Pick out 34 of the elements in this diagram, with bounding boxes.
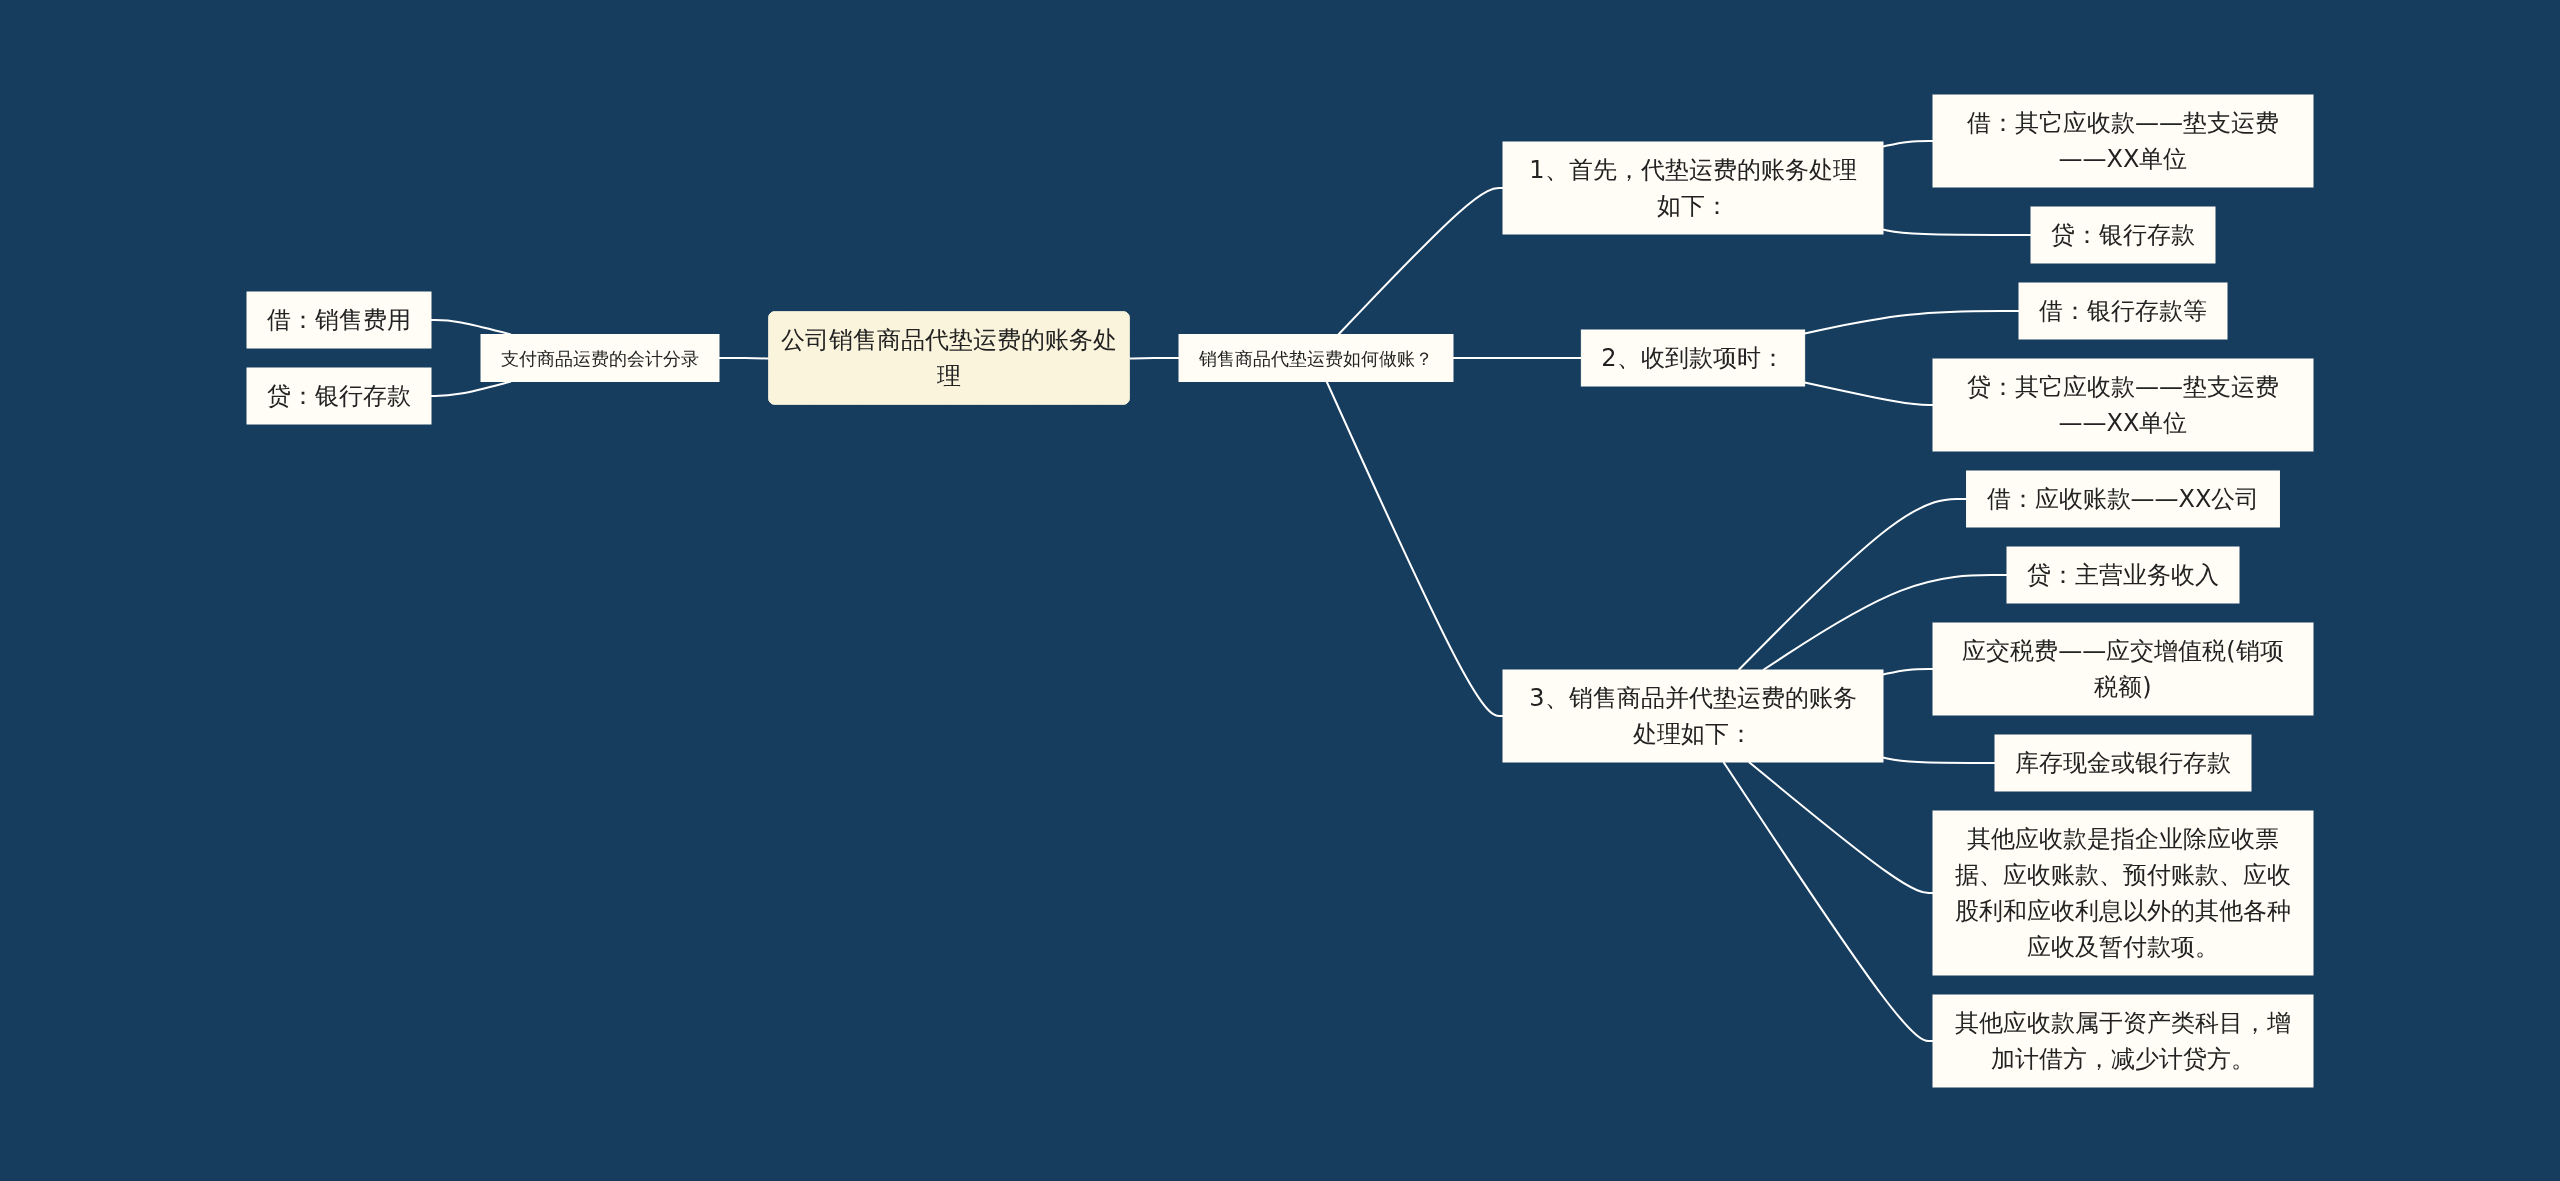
node-box: 3、销售商品并代垫运费的账务处理如下： [1502, 669, 1884, 762]
node-box: 1、首先，代垫运费的账务处理如下： [1502, 141, 1884, 234]
node-box: 其他应收款是指企业除应收票据、应收账款、预付账款、应收股利和应收利息以外的其他各种应收及暂付款项。 [1932, 810, 2314, 975]
connector [1803, 380, 1934, 406]
connector [1325, 380, 1504, 717]
connector [1747, 760, 1934, 894]
node-box: 其他应收款属于资产类科目，增加计借方，减少计贷方。 [1932, 994, 2314, 1087]
connector [1882, 228, 2032, 236]
node-box: 销售商品代垫运费如何做账？ [1178, 333, 1454, 382]
node-box: 贷：银行存款 [246, 367, 432, 424]
connector [718, 356, 771, 359]
connector [1737, 497, 1968, 671]
node-box: 2、收到款项时： [1580, 329, 1806, 386]
node-box: 应交税费——应交增值税(销项税额) [1932, 622, 2314, 715]
node-box: 库存现金或银行存款 [1994, 734, 2252, 791]
connector [1882, 139, 1934, 147]
connector [1128, 356, 1180, 359]
connector [1803, 309, 2020, 335]
node-box: 贷：其它应收款——垫支运费——XX单位 [1932, 358, 2314, 451]
connector [430, 318, 512, 335]
connector [1882, 667, 1934, 675]
connector [430, 380, 512, 397]
node-box: 贷：银行存款 [2030, 206, 2216, 263]
connector [1452, 356, 1583, 359]
node-box: 支付商品运费的会计分录 [480, 333, 720, 382]
node-box: 贷：主营业务收入 [2006, 546, 2240, 603]
node-box: 借：应收账款——XX公司 [1966, 470, 2280, 527]
connector [1337, 186, 1504, 335]
node-box: 借：其它应收款——垫支运费——XX单位 [1932, 94, 2314, 187]
node-box: 借：银行存款等 [2018, 282, 2228, 339]
node-box: 借：销售费用 [246, 291, 432, 348]
connector [1722, 760, 1934, 1042]
connector [1882, 756, 1996, 764]
connector [1762, 573, 2008, 671]
